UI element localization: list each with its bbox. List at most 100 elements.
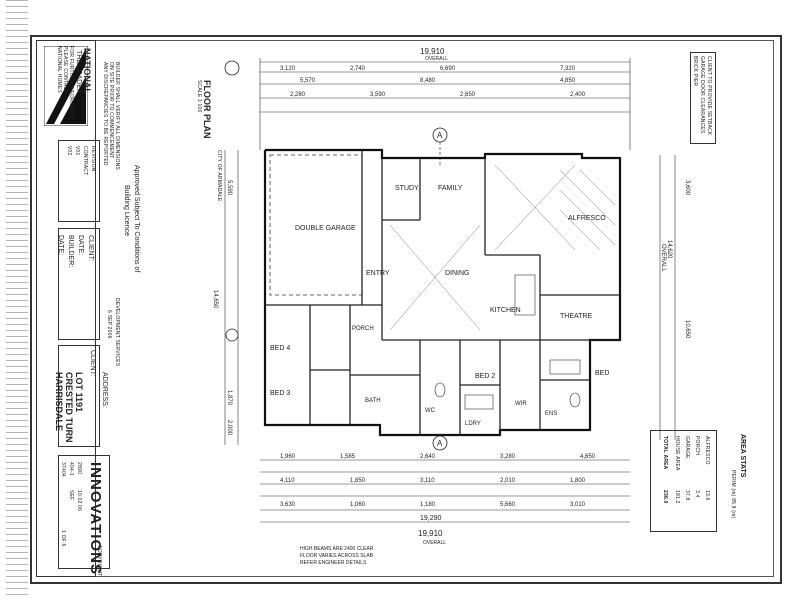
company-address-2: PLEASE CONTACT	[62, 46, 68, 94]
area-row-value-3: 37.8	[684, 490, 690, 501]
approval-stamp-3: 6 SEP 2006	[106, 310, 112, 339]
revision-row-3: V02	[66, 146, 72, 156]
client-label: CLIENT:	[87, 235, 94, 262]
top-dim-3: 6,690	[440, 66, 456, 72]
room-theatre: THEATRE	[560, 313, 592, 320]
left-dim-4: 2,000	[226, 420, 232, 436]
area-stats-table	[650, 430, 717, 532]
right-dimension-lines	[659, 155, 676, 440]
revision-block	[58, 140, 100, 222]
floor-plan: A A DOUBLE GARAGE STUDY FAMILY ALFRESCO …	[224, 47, 676, 566]
section-label-bottom: A	[437, 439, 443, 448]
right-note-3: BRICK PIER	[692, 56, 698, 87]
area-row-value-5: 236.0	[662, 490, 668, 504]
room-porch: PORCH	[352, 326, 374, 332]
area-row-value-2: 3.4	[694, 490, 700, 498]
scan-edge-noise	[6, 0, 28, 600]
brand-sheet: 1 OF 6	[60, 530, 66, 547]
note-left-2: ON SITE PRIOR TO COMMENCEMENT	[108, 62, 114, 159]
bottom-dim-3: 2,640	[420, 454, 436, 460]
top-dim2-1: 5,570	[300, 78, 316, 84]
company-address-1: FOR FURTHER INFORMATION	[68, 46, 74, 123]
bottom-total: 19,290	[420, 515, 442, 522]
top-dim-2: 2,740	[350, 66, 366, 72]
bottom-dim2-4: 2,010	[500, 478, 516, 484]
right-notes-block	[690, 52, 716, 144]
note-left-3: ANY DISCREPANCIES TO BE REPORTED	[102, 62, 108, 166]
room-ens: ENS	[545, 411, 557, 417]
top-dim2-2: 8,480	[420, 78, 436, 84]
company-address-3: NATIONAL HOMES	[56, 46, 62, 93]
room-wc: WC	[425, 408, 436, 414]
bottom-note-3: REFER ENGINEER DETAILS	[300, 560, 367, 566]
area-stats-note: PERIM (m) 85.8 (m)	[730, 470, 736, 519]
sheet-border	[30, 35, 782, 584]
left-dim-1: 5,590	[226, 180, 232, 196]
left-dimension-lines	[224, 150, 239, 445]
bottom-dim3-4: 5,660	[500, 502, 516, 508]
grid-marker-icon	[225, 328, 239, 342]
top-dim-1: 3,120	[280, 66, 296, 72]
brand-date: 10.02.06	[76, 490, 82, 512]
overall-top-label: OVERALL	[425, 56, 448, 62]
date-label-2: DATE:	[57, 235, 64, 256]
ceiling-lines	[389, 164, 576, 331]
client-block	[58, 228, 100, 340]
top-dim2-3: 4,850	[560, 78, 576, 84]
area-row-label-4: HOUSE AREA	[674, 436, 680, 471]
bottom-dim-4: 3,280	[500, 454, 516, 460]
overall-right-label: OVERALL	[660, 244, 666, 272]
room-bed3: BED 3	[270, 390, 290, 397]
bottom-dim3-3: 1,180	[420, 502, 436, 508]
bottom-dim-1: 1,960	[280, 454, 296, 460]
dim-right-inner: 10,650	[684, 320, 690, 339]
right-note-1: CLIENT TO PROVIDE SETBACK	[706, 56, 712, 136]
top-dim3-1: 2,280	[290, 92, 306, 98]
room-dining: DINING	[445, 270, 470, 277]
brand-job: 2890	[76, 462, 82, 474]
overall-bottom: 19,910	[418, 529, 443, 538]
area-stats-header: AREA STATS	[739, 434, 746, 478]
section-marker-bottom	[432, 435, 448, 451]
bottom-note-1: HIGH BEAMS ARE 2400 CLEAR	[300, 546, 374, 552]
room-bed2: BED 2	[475, 373, 495, 380]
external-walls	[263, 148, 622, 437]
dim-right-small: 3,600	[684, 180, 690, 196]
area-row-label-1: ALFRESCO	[704, 436, 710, 465]
room-study: STUDY	[395, 185, 419, 192]
room-kitchen: KITCHEN	[490, 307, 521, 314]
bottom-dim3-1: 3,630	[280, 502, 296, 508]
revision-header: REVISION	[90, 146, 96, 172]
builder-label: BUILDER:	[67, 235, 74, 268]
room-bath: BATH	[365, 398, 381, 404]
right-note-2: GARAGE DOOR CLEARANCES	[699, 56, 705, 134]
room-wir: WIR	[515, 401, 527, 407]
lot-number: LOT 1191	[74, 372, 84, 413]
room-bed4: BED 4	[270, 345, 290, 352]
revision-row-2: V01	[74, 146, 80, 156]
overall-right: 14,620	[666, 240, 672, 259]
client-label-2: CLIENT:	[89, 350, 96, 377]
brand-sheet-no: 37404	[60, 462, 66, 477]
bottom-dim2-2: 1,850	[350, 478, 366, 484]
area-row-value-4: 181.2	[674, 490, 680, 504]
fixtures	[434, 274, 581, 410]
room-entry: ENTRY	[366, 270, 390, 277]
company-sub: THE LEADER	[75, 50, 82, 94]
bottom-dim3-5: 3,010	[570, 502, 586, 508]
street-name: CRESTED TURN	[64, 372, 74, 443]
bottom-dim3-2: 1,060	[350, 502, 366, 508]
internal-walls	[265, 150, 620, 435]
north-arrow-icon	[224, 60, 240, 76]
bottom-dim-5: 4,650	[580, 454, 596, 460]
bottom-dim2-1: 4,110	[280, 478, 295, 484]
area-row-label-2: PORCH	[694, 436, 700, 456]
bottom-dim2-3: 3,110	[420, 478, 435, 484]
address-label: ADDRESS:	[101, 372, 108, 408]
left-title-strip	[36, 40, 96, 577]
area-row-label-5: TOTAL AREA	[662, 436, 668, 470]
brand-plan: 404-1	[68, 462, 74, 476]
brand-drawn: SEF	[68, 490, 74, 501]
left-dim-2: 14,650	[212, 290, 218, 309]
